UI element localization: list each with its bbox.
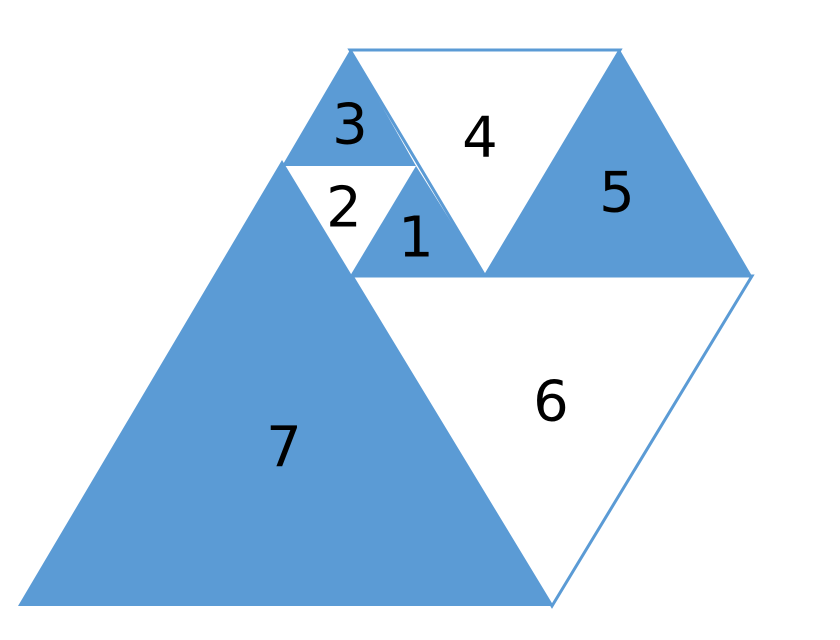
- triangle-7: [18, 160, 552, 606]
- triangle-2: [290, 168, 412, 270]
- triangle-3: [282, 50, 416, 166]
- triangle-label-4: 4: [462, 106, 498, 171]
- triangle-label-5: 5: [599, 161, 635, 226]
- triangle-label-7: 7: [266, 416, 302, 481]
- triangle-1: [350, 166, 485, 276]
- triangle-label-2: 2: [326, 176, 362, 241]
- triangle-label-6: 6: [533, 370, 569, 435]
- triangle-label-1: 1: [398, 206, 434, 271]
- triangle-5: [485, 50, 752, 276]
- triangle-label-3: 3: [332, 93, 368, 158]
